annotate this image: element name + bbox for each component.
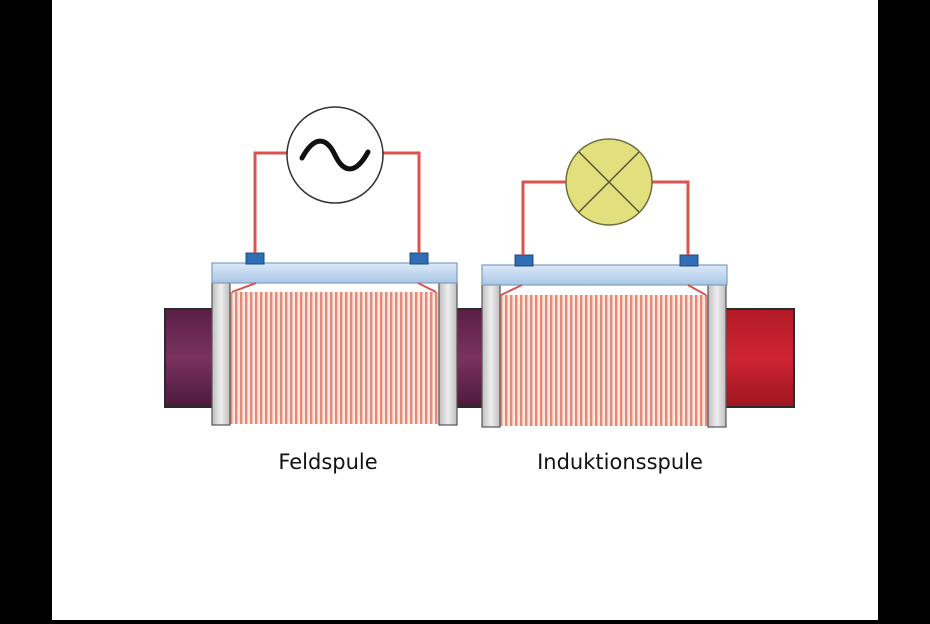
field-coil-top-plate bbox=[211, 262, 458, 284]
field-coil-lead-right bbox=[417, 282, 437, 293]
field-coil-label: Feldspule bbox=[278, 450, 378, 474]
field-coil-terminal-right bbox=[409, 252, 429, 265]
induction-coil-terminal-left bbox=[514, 254, 534, 267]
induction-coil-flange-right bbox=[707, 283, 727, 428]
lamp-wire-left bbox=[521, 180, 567, 255]
induction-coil-windings bbox=[498, 295, 710, 426]
lamp-icon bbox=[565, 138, 653, 226]
field-coil-lead-left bbox=[231, 282, 257, 293]
field-coil-flange-left bbox=[211, 281, 231, 426]
field-coil-flange-right bbox=[438, 281, 458, 426]
field-coil-terminal-left bbox=[245, 252, 265, 265]
induction-coil-terminal-right bbox=[679, 254, 699, 267]
field-coil-windings bbox=[229, 292, 441, 424]
iron-core-right bbox=[721, 308, 795, 408]
induction-coil bbox=[481, 254, 728, 428]
induction-coil-label: Induktionsspule bbox=[537, 450, 703, 474]
source-wire-right bbox=[383, 151, 421, 253]
lamp-wire-right bbox=[651, 180, 690, 255]
ac-source-icon bbox=[286, 106, 384, 204]
induction-coil-flange-left bbox=[481, 283, 501, 428]
field-coil bbox=[211, 252, 458, 426]
induction-coil-top-plate bbox=[481, 264, 728, 286]
induction-coil-lead-left bbox=[500, 284, 523, 296]
source-wire-left bbox=[253, 151, 290, 253]
induction-coil-lead-right bbox=[687, 284, 707, 296]
